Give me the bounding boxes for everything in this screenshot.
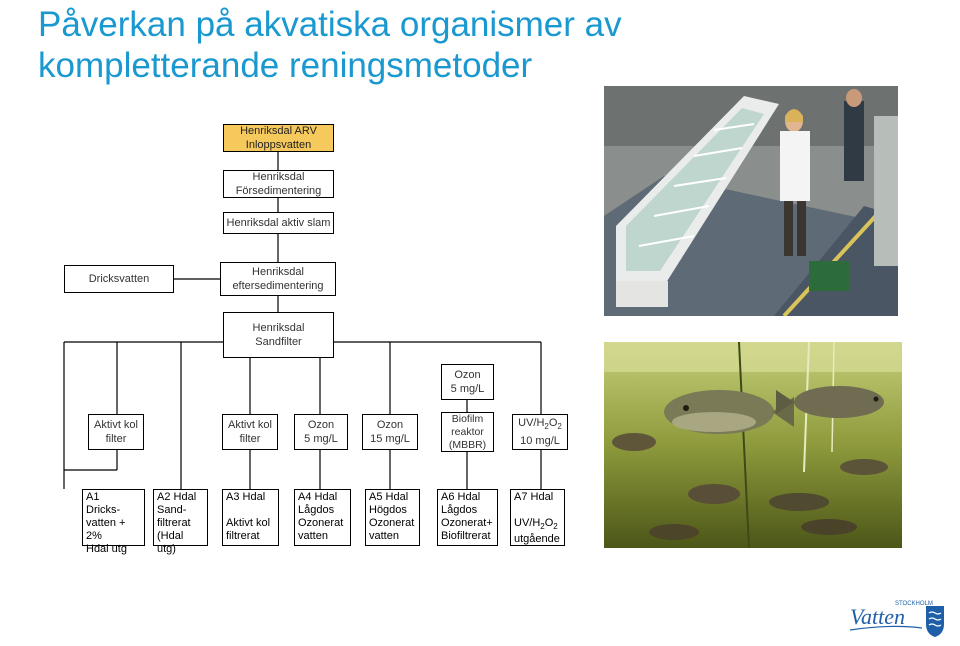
ozon-pre-line-2: 5 mg/L [450,383,485,395]
fish-tank-photo [604,342,902,548]
forsedimentering-box: Henriksdal Försedimentering [223,170,334,198]
aktivt-kol-filter-box-1: Aktivt kol filter [88,414,144,450]
uv-sub-2: 2 [557,422,562,432]
a6-line-4: Biofiltrerat [441,530,491,542]
logo-vatten-text: Vatten [850,604,905,629]
sample-a3: A3 Hdal Aktivt kol filtrerat [222,489,279,546]
sandfilter-line-2: Sandfilter [255,336,302,348]
a2-line-4: (Hdal utg) [157,530,184,555]
henriksdal-arv-box: Henriksdal ARV Inloppsvatten [223,124,334,152]
lab-photo [604,86,898,316]
eftersed-line-2: eftersedimentering [232,280,324,292]
aktivt-kol-filter-box-2: Aktivt kol filter [222,414,278,450]
uv-line-2: 10 mg/L [520,435,560,448]
aktiv-slam-box: Henriksdal aktiv slam [223,212,334,234]
ozon5-line-1: Ozon [307,419,335,431]
a7-line-1: A7 Hdal [514,491,554,503]
a3-line-1: A3 Hdal [226,491,266,503]
sample-a7: A7 Hdal UV/H2O2 utgående [510,489,565,546]
aktivkol2-line-2: filter [239,433,261,445]
a7-sub-2: 2 [553,522,558,532]
a1-line-2: Dricks- [86,504,121,516]
a5-line-1: A5 Hdal [369,491,409,503]
aktivkol1-line-2: filter [105,433,127,445]
a4-line-1: A4 Hdal [298,491,338,503]
ozon15-line-2: 15 mg/L [370,433,410,445]
a7-uv-text: UV/H [514,517,541,529]
a3-line-3: Aktivt kol [226,517,271,529]
dricksvatten-box: Dricksvatten [64,265,174,293]
ozon-5-pre-box: Ozon 5 mg/L [441,364,494,400]
aktivkol2-line-1: Aktivt kol [227,419,272,431]
a2-line-3: filtrerat [157,517,191,529]
a7-line-3: UV/H2O2 [514,517,561,533]
sample-a6: A6 Hdal Lågdos Ozonerat+ Biofiltrerat [437,489,498,546]
a1-line-3: vatten + 2% [86,517,126,542]
title-line-2: kompletterande reningsmetoder [38,46,533,85]
uv-text: UV/H [518,416,545,429]
ozon15-line-1: Ozon [376,419,404,431]
a3-line-4: filtrerat [226,530,260,542]
arv-line-1: Henriksdal ARV [240,125,317,137]
eftersedimentering-box: Henriksdal eftersedimentering [220,262,336,296]
a4-line-3: Ozonerat [298,517,344,529]
biofilm-line-3: (MBBR) [448,438,487,451]
a7-sub-1: 2 [540,522,545,532]
dricksvatten-label: Dricksvatten [88,273,150,285]
a6-line-2: Lågdos [441,504,478,516]
uv-sub-1: 2 [544,422,549,432]
a7-line-4: utgående [514,533,560,546]
ozon-5-box: Ozon 5 mg/L [294,414,348,450]
biofilm-reaktor-box: Biofilm reaktor (MBBR) [441,412,494,452]
forsed-line-2: Försedimentering [235,185,322,197]
sandfilter-line-1: Henriksdal [252,322,305,334]
a5-line-2: Högdos [369,504,407,516]
a5-line-3: Ozonerat [369,517,415,529]
a2-line-2: Sand- [157,504,187,516]
aktiv-slam-label: Henriksdal aktiv slam [226,217,331,229]
aktivkol1-line-1: Aktivt kol [93,419,138,431]
stockholm-vatten-logo: STOCKHOLM Vatten [848,596,948,638]
arv-line-2: Inloppsvatten [245,139,312,151]
a5-line-4: vatten [369,530,399,542]
ozon-pre-line-1: Ozon [454,369,481,381]
biofilm-line-2: reaktor [451,425,484,438]
ozon5-line-2: 5 mg/L [304,433,338,445]
uv-h2o2-box: UV/H2O2 10 mg/L [512,414,568,450]
biofilm-line-1: Biofilm [451,412,484,425]
eftersed-line-1: Henriksdal [252,266,304,278]
a1-line-1: A1 [86,491,100,503]
sample-a2: A2 Hdal Sand- filtrerat (Hdal utg) [153,489,208,555]
uv-line-1: UV/H2O2 [518,416,562,434]
a1-line-4: Hdal utg [86,543,127,555]
a6-line-1: A6 Hdal [441,491,481,503]
a7-line-2 [514,504,561,517]
sample-a5: A5 Hdal Högdos Ozonerat vatten [365,489,420,546]
forsed-line-1: Henriksdal [252,171,305,183]
title-line-1: Påverkan på akvatiska organismer av [38,5,622,44]
a3-line-2 [226,504,275,517]
sample-a1: A1 Dricks- vatten + 2% Hdal utg [82,489,145,555]
a6-line-3: Ozonerat+ [441,517,493,529]
logo-stockholm-text: STOCKHOLM [895,601,933,607]
ozon-15-box: Ozon 15 mg/L [362,414,418,450]
sandfilter-box: Henriksdal Sandfilter [223,312,334,358]
sample-a4: A4 Hdal Lågdos Ozonerat vatten [294,489,351,546]
slide-title: Påverkan på akvatiska organismer av komp… [38,4,938,86]
a7-o: O [544,517,554,529]
a2-line-1: A2 Hdal [157,491,197,503]
a4-line-2: Lågdos [298,504,335,516]
a4-line-4: vatten [298,530,328,542]
uv-o: O [548,416,558,429]
